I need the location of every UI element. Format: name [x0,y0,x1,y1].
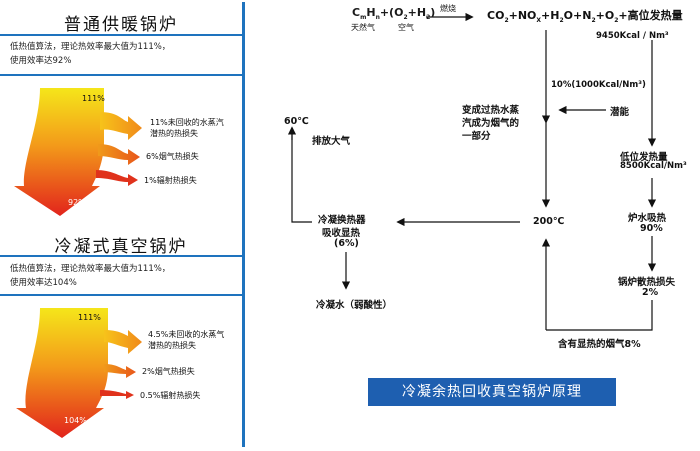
burn-label: 燃烧 [440,4,456,13]
panel2-loss1-flow [104,330,142,354]
panel1-loss2-label: 6%烟气热损失 [146,152,199,161]
latent-note-3: 一部分 [462,131,491,142]
panel2-loss1b-label: 潜热的热损失 [148,341,196,350]
panel2-top-pct: 111% [78,313,101,322]
panel1-loss1-label: 11%未回收的水蒸汽 [150,118,224,127]
combustion-equation: CmHn+(O2+H2) [352,6,436,22]
panel2-loss1-label: 4.5%未回收的水蒸气 [148,330,225,339]
condenser-loop-line [291,130,312,223]
water-absorb-label: 炉水吸热 [628,213,667,224]
exhaust-label: 排放大气 [312,136,351,147]
condenser-label-2: 吸收显热 [322,228,361,239]
panel1-desc-line1: 低热值算法，理论热效率最大值为111%， [10,42,171,52]
air-label: 空气 [398,23,414,32]
boiler-loss-pct: 2% [642,287,659,298]
panel2-description: 低热值算法，理论热效率最大值为111%， 使用效率达104% [10,262,236,290]
panel-divider [242,2,245,447]
water-absorb-pct: 90% [640,223,663,234]
panel1-loss3-flow [96,170,138,186]
condenser-label-1: 冷凝换热器 [318,215,366,226]
latent-note-1: 变成过热水蒸 [462,105,520,116]
panel2-loss2-flow [104,364,136,378]
panel1-loss1-flow [100,112,142,140]
panel2-sankey [16,308,142,438]
panel2-bottom-pct: 104% [64,416,87,425]
latent-label: 潜能 [610,107,630,118]
panel1-desc-line2: 使用效率达92% [10,56,72,66]
panel1-description: 低热值算法，理论热效率最大值为111%， 使用效率达92% [10,40,236,68]
output-value: 9450Kcal / Nm³ [596,31,669,41]
panel2-title: 冷凝式真空锅炉 [54,237,188,257]
panel1-loss3-label: 1%辐射热损失 [144,176,197,185]
output-label: 高位发热量 [627,9,683,22]
panel1-top-pct: 111% [82,94,105,103]
temp-60-label: 60℃ [284,116,309,127]
gas-label: 天然气 [351,23,375,32]
low-heat-value: 8500Kcal/Nm³ [620,161,687,171]
boiler-loss-label: 锅炉散热损失 [618,277,676,288]
latent-note-2: 汽成为烟气的 [462,118,520,129]
panel1-title-rule [0,34,242,36]
panel2-loss3-label: 0.5%辐射热损失 [140,391,201,400]
panel1-sankey [14,88,142,216]
panel1-desc-rule [0,74,242,76]
condensate-label: 冷凝水（弱酸性） [316,300,393,311]
products-formula: CO2+NOX+H2O+N2+O2+高位发热量 [487,9,683,25]
panel2-desc-rule [0,294,242,296]
panel2-desc-line2: 使用效率达104% [10,278,77,288]
split-label: 10%(1000Kcal/Nm³) [551,80,646,90]
panel1-main-flow [14,88,104,216]
temp-200-label: 200℃ [533,216,565,227]
low-heat-label: 低位发热量 [620,152,668,163]
flue-return-line [546,300,653,331]
condenser-label-3: (6%) [334,238,359,249]
flow-diagram-lines [287,12,657,331]
panel2-main-flow [16,308,108,438]
panel1-loss2-flow [98,144,140,165]
panel1-title: 普通供暖锅炉 [64,15,178,35]
principle-banner: 冷凝余热回收真空锅炉原理 [368,378,616,406]
panel1-bottom-pct: 92% [68,198,86,207]
panel2-loss2-label: 2%烟气热损失 [142,367,195,376]
panel2-desc-line1: 低热值算法，理论热效率最大值为111%， [10,264,171,274]
panel1-loss1b-label: 潜热的热损失 [150,129,198,138]
panel2-title-rule [0,255,242,257]
flue-label: 含有显热的烟气8% [558,339,641,350]
panel2-loss3-flow [100,390,134,399]
